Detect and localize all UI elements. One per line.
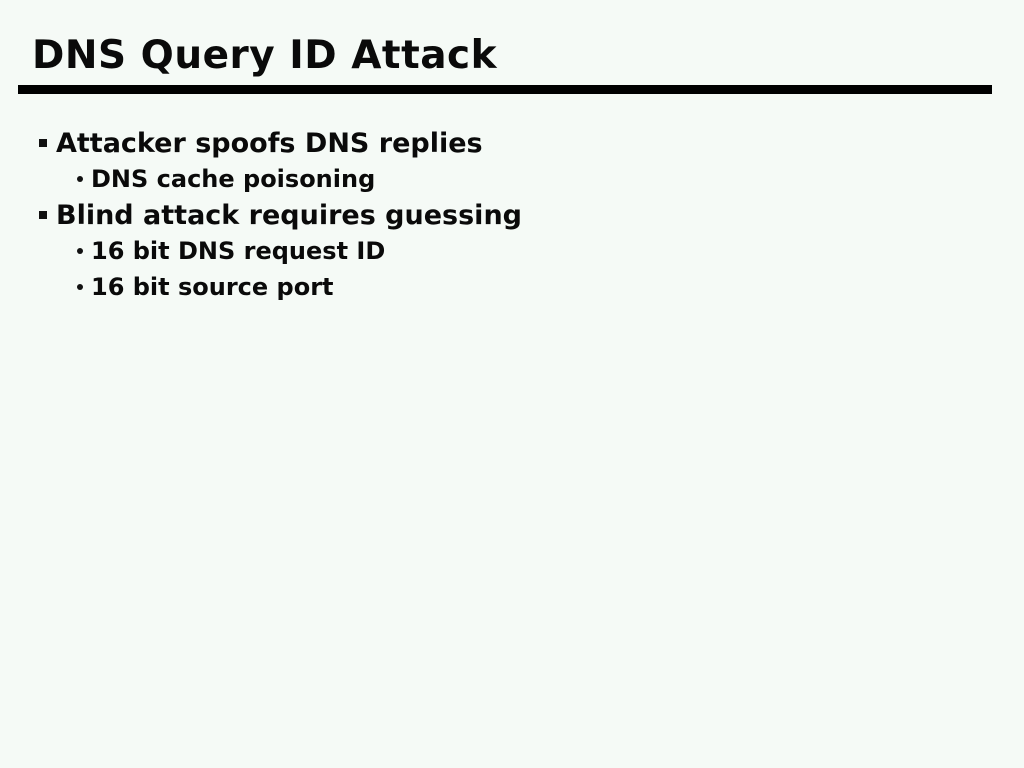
page-title: DNS Query ID Attack — [32, 33, 498, 78]
circle-bullet-icon — [77, 284, 83, 290]
title-underline-rule — [18, 85, 992, 94]
circle-bullet-icon — [77, 248, 83, 254]
bullet-item: Attacker spoofs DNS replies — [0, 125, 522, 161]
bullet-item-label: 16 bit DNS request ID — [91, 237, 386, 265]
bullet-list: Attacker spoofs DNS replies DNS cache po… — [0, 125, 522, 305]
bullet-item: 16 bit source port — [0, 269, 522, 305]
bullet-item-label: DNS cache poisoning — [91, 165, 376, 193]
bullet-item-label: Attacker spoofs DNS replies — [56, 127, 483, 159]
square-bullet-icon — [39, 139, 47, 147]
bullet-item: Blind attack requires guessing — [0, 197, 522, 233]
circle-bullet-icon — [77, 176, 83, 182]
bullet-item-label: Blind attack requires guessing — [56, 199, 522, 231]
square-bullet-icon — [39, 211, 47, 219]
bullet-item-label: 16 bit source port — [91, 273, 334, 301]
bullet-item: DNS cache poisoning — [0, 161, 522, 197]
bullet-item: 16 bit DNS request ID — [0, 233, 522, 269]
